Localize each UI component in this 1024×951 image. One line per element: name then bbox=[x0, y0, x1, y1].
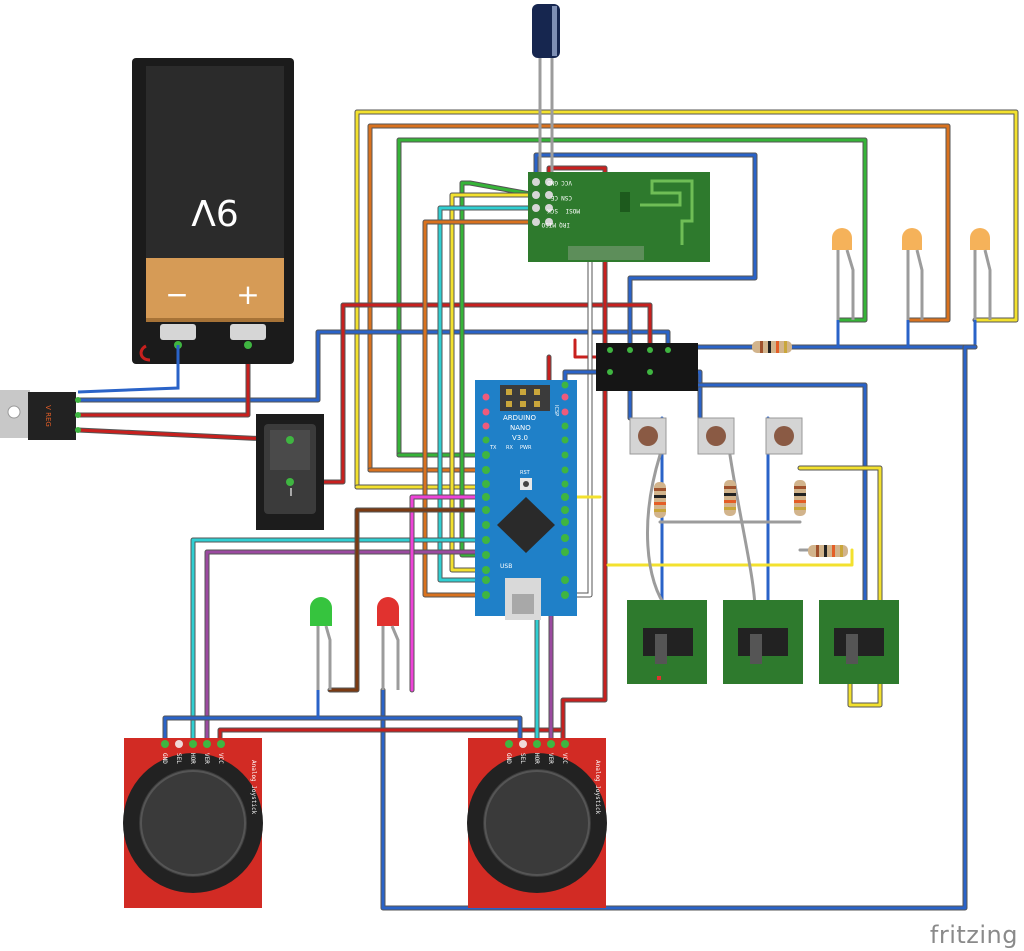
radio-pin-gnd: GND bbox=[547, 179, 558, 186]
joystick-right-title: Analog Joystick bbox=[594, 760, 601, 815]
resistor-top bbox=[752, 341, 792, 353]
radio-pin-sck: SCK bbox=[547, 207, 558, 214]
wire-joystick-left bbox=[162, 537, 523, 743]
nano-rst-label: RST bbox=[520, 470, 531, 476]
resistor-button-2 bbox=[724, 480, 736, 516]
nano-rx-label: RX bbox=[506, 445, 513, 451]
nano-title: ARDUINO bbox=[503, 414, 536, 422]
battery-terminal-positive bbox=[230, 324, 266, 340]
battery-plus-label: + bbox=[236, 278, 259, 311]
resistor-button-3 bbox=[794, 480, 806, 516]
nano-usb-label: USB bbox=[500, 563, 512, 570]
voltage-regulator: V REG bbox=[0, 390, 81, 440]
wire-green-top bbox=[396, 137, 868, 458]
nano-tx-label: TX bbox=[489, 445, 497, 451]
joystick-left-pin-ver: VER bbox=[203, 753, 210, 764]
push-button-3[interactable] bbox=[765, 417, 803, 455]
joystick-left-pins bbox=[161, 740, 225, 748]
fritzing-watermark: fritzing bbox=[929, 921, 1018, 949]
joystick-right-pin-vcc: VCC bbox=[561, 753, 568, 764]
nano-icsp-label: ICSP bbox=[553, 405, 559, 416]
push-button-1[interactable] bbox=[629, 417, 667, 455]
radio-pins bbox=[532, 178, 553, 226]
wire-blue-gnd-rail bbox=[75, 318, 978, 403]
joystick-right-pin-gnd: GND bbox=[505, 753, 512, 764]
led-orange-3 bbox=[970, 228, 992, 320]
header-block bbox=[596, 343, 698, 391]
switch-on-mark: I bbox=[289, 486, 292, 499]
push-button-2[interactable] bbox=[697, 417, 735, 455]
power-switch[interactable]: I bbox=[256, 414, 324, 530]
joystick-right-pins bbox=[505, 740, 569, 748]
led-red bbox=[377, 597, 400, 690]
joystick-left-pin-hor: HOR bbox=[189, 753, 196, 764]
capacitor bbox=[532, 4, 560, 58]
battery-9v: 9V − + bbox=[77, 58, 294, 394]
joystick-right-pin-sel: SEL bbox=[519, 753, 526, 764]
joystick-right-pin-ver: VER bbox=[547, 753, 554, 764]
battery-label: 9V bbox=[191, 191, 239, 232]
led-orange-2 bbox=[902, 228, 924, 320]
arduino-nano: ARDUINO NANO V3.0 TX RX PWR RST USB bbox=[475, 380, 577, 620]
joystick-right-pin-hor: HOR bbox=[533, 753, 540, 764]
resistor-button-1 bbox=[654, 482, 666, 518]
joystick-left-pin-sel: SEL bbox=[175, 753, 182, 764]
led-orange-1 bbox=[832, 228, 855, 320]
joystick-left-pin-vcc: VCC bbox=[217, 753, 224, 764]
wire-capacitor-legs bbox=[538, 56, 554, 182]
radio-pin-ce: CE bbox=[550, 194, 558, 201]
radio-pin-csn: CSN bbox=[561, 194, 572, 201]
wire-orange-top bbox=[367, 123, 951, 473]
slide-switch-2[interactable] bbox=[723, 600, 803, 684]
slide-switch-3[interactable] bbox=[819, 600, 899, 684]
nano-pwr-label: PWR bbox=[520, 445, 532, 451]
radio-pin-vcc: VCC bbox=[561, 179, 572, 186]
wire-led-signals bbox=[316, 494, 489, 720]
slide-switch-1[interactable] bbox=[627, 600, 707, 684]
nano-right-pins bbox=[561, 381, 569, 599]
radio-pin-miso: MISO bbox=[541, 221, 556, 228]
battery-minus-label: − bbox=[165, 278, 188, 311]
radio-module: VCC GND CSN CE MOSI SCK IRQ MISO bbox=[528, 172, 710, 262]
joystick-left-title: Analog Joystick bbox=[250, 760, 257, 815]
resistor-bottom bbox=[808, 545, 848, 557]
nano-model: NANO bbox=[510, 424, 531, 432]
led-green bbox=[310, 597, 332, 690]
nano-chip bbox=[497, 497, 555, 553]
nano-version: V3.0 bbox=[512, 434, 528, 442]
nano-left-pins bbox=[482, 393, 490, 599]
regulator-label: V REG bbox=[44, 405, 52, 427]
joystick-left-pin-gnd: GND bbox=[161, 753, 168, 764]
battery-terminal-negative bbox=[160, 324, 196, 340]
wire-yellow-top bbox=[354, 109, 1019, 490]
wires bbox=[75, 56, 1019, 911]
wire-blue-bottom-loop bbox=[380, 344, 978, 911]
radio-pin-irq: IRQ bbox=[559, 221, 570, 228]
wire-blue-radio bbox=[533, 152, 758, 360]
radio-pin-mosi: MOSI bbox=[565, 207, 580, 214]
joystick-right[interactable]: GND SEL HOR VER VCC Analog Joystick bbox=[467, 738, 607, 908]
joystick-left[interactable]: GND SEL HOR VER VCC Analog Joystick bbox=[123, 738, 263, 908]
